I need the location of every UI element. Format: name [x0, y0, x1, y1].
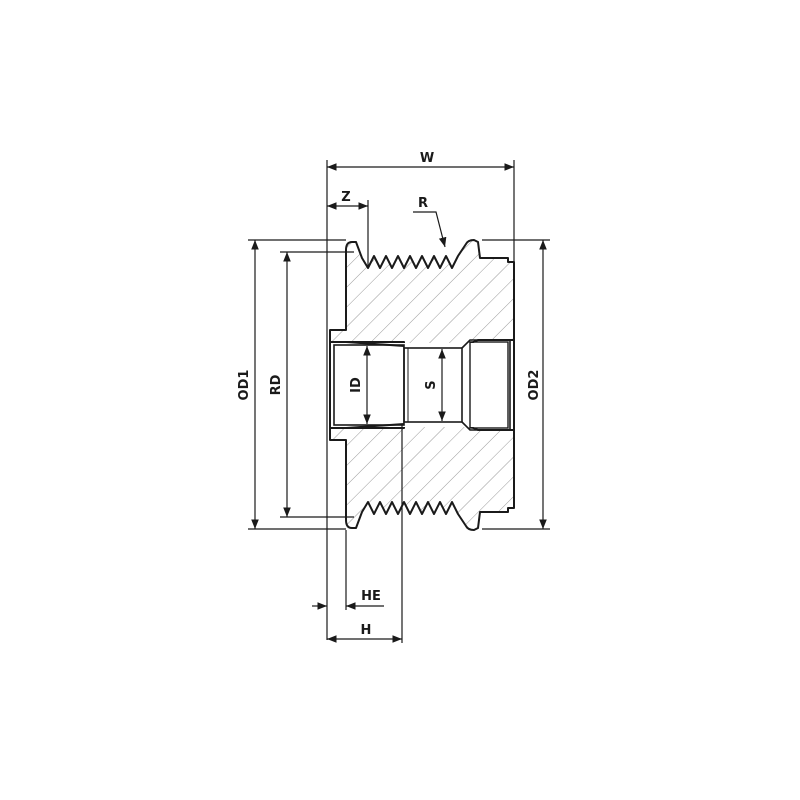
lower-body	[329, 423, 515, 531]
label-rd: RD	[269, 374, 284, 395]
label-id: ID	[349, 377, 364, 393]
label-r: R	[418, 196, 428, 211]
label-h: H	[361, 623, 372, 638]
label-od1: OD1	[237, 370, 252, 401]
label-od2: OD2	[527, 370, 542, 401]
dimension-lines	[248, 160, 550, 643]
label-s: S	[424, 380, 439, 389]
label-z: Z	[341, 190, 350, 205]
pulley-section	[329, 239, 515, 531]
label-he: HE	[361, 589, 381, 604]
label-w: W	[420, 151, 434, 166]
upper-body	[329, 239, 515, 347]
